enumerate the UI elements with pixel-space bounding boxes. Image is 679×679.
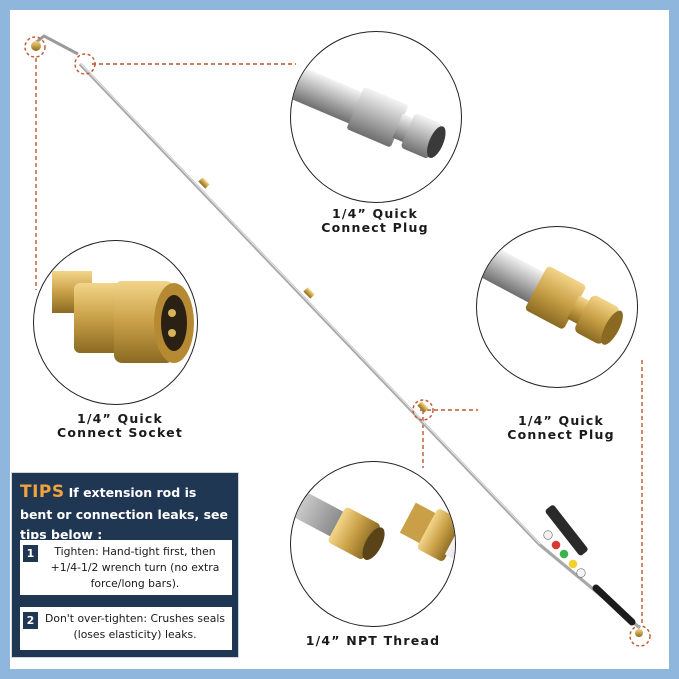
label-npt-thread: 1/4” NPT Thread <box>305 633 441 648</box>
label-top-plug: 1/4” Quick Connect Plug <box>321 206 429 236</box>
tip-number-2: 2 <box>23 612 38 629</box>
tip-number-1: 1 <box>23 545 38 562</box>
tip-text-1: Tighten: Hand-tight first, then +1/4-1/2… <box>50 545 220 591</box>
tips-intro: If extension rod is bent or connection l… <box>20 485 228 542</box>
white-nozzle-icon <box>543 530 553 540</box>
label-right-plug: 1/4” Quick Connect Plug <box>507 413 615 443</box>
callout-right-plug-image <box>476 226 638 388</box>
nozzle-holder <box>538 505 643 637</box>
callout-socket-image <box>33 240 198 405</box>
extension-wand <box>31 34 542 547</box>
white-nozzle-icon <box>576 568 586 578</box>
dashed-connector-lines <box>35 58 643 625</box>
callout-top-plug-image <box>290 31 462 203</box>
tip-item-1: 1 Tighten: Hand-tight first, then +1/4-1… <box>19 539 233 596</box>
tips-title: TIPS <box>20 482 65 502</box>
tip-text-2: Don't over-tighten: Crushes seals (loses… <box>45 612 225 642</box>
red-nozzle-icon <box>551 540 561 550</box>
tip-item-2: 2 Don't over-tighten: Crushes seals (los… <box>19 606 233 651</box>
label-socket: 1/4” Quick Connect Socket <box>56 411 183 441</box>
yellow-nozzle-icon <box>568 559 578 569</box>
callout-npt-image <box>290 461 456 627</box>
green-nozzle-icon <box>559 549 569 559</box>
